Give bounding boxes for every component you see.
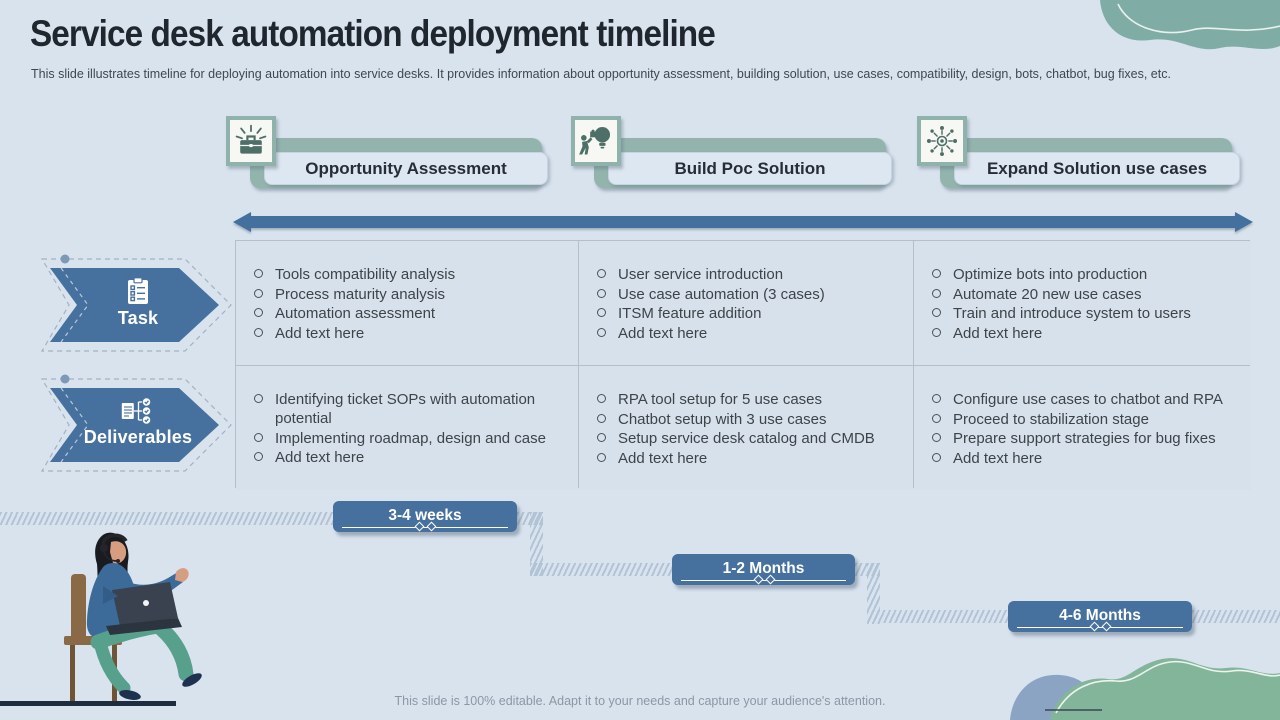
bullet-item: Add text here	[595, 324, 905, 343]
phase-label-build-poc-solution: Build Poc Solution	[608, 152, 892, 185]
phase-label-text: Opportunity Assessment	[305, 158, 507, 178]
row-label-task: Task	[117, 308, 159, 328]
phase-label-opportunity-assessment: Opportunity Assessment	[264, 152, 548, 185]
build-idea-icon	[579, 126, 611, 155]
cell-task-phase3: Optimize bots into production Automate 2…	[914, 241, 1251, 365]
connector-line	[867, 610, 1008, 623]
bullet-item: Automate 20 new use cases	[930, 285, 1243, 304]
cell-task-phase1: Tools compatibility analysis Process mat…	[236, 241, 578, 365]
cell-deliverables-phase3: Configure use cases to chatbot and RPA P…	[914, 366, 1251, 490]
bullet-item: Configure use cases to chatbot and RPA	[930, 390, 1243, 409]
bullet-item: Process maturity analysis	[252, 285, 570, 304]
deliverables-arrow-shape	[40, 374, 232, 472]
connector-line	[530, 563, 672, 576]
duration-text: 1-2 Months	[722, 560, 805, 577]
woman-with-laptop-illustration	[0, 532, 202, 706]
duration-text: 4-6 Months	[1059, 607, 1141, 624]
bullet-item: Add text here	[595, 449, 905, 468]
task-arrow-shape	[40, 254, 232, 352]
footer-note: This slide is 100% editable. Adapt it to…	[394, 694, 886, 708]
bullet-item: User service introduction	[595, 265, 905, 284]
duration-underline	[342, 527, 508, 528]
duration-badge-3: 4-6 Months	[1008, 601, 1192, 632]
briefcase-opportunity-icon	[235, 124, 267, 154]
clipboard-task-icon	[128, 277, 148, 304]
bullet-item: Add text here	[252, 448, 570, 467]
connector-line	[530, 512, 543, 576]
row-header-deliverables: Deliverables	[38, 370, 238, 476]
duration-badge-1: 3-4 weeks	[333, 501, 517, 532]
bullet-item: Add text here	[930, 449, 1243, 468]
bullet-item: Setup service desk catalog and CMDB	[595, 429, 905, 448]
bullet-item: Optimize bots into production	[930, 265, 1243, 284]
bullet-item: Add text here	[930, 324, 1243, 343]
cell-task-phase2: User service introduction Use case autom…	[579, 241, 913, 365]
bullet-item: Use case automation (3 cases)	[595, 285, 905, 304]
phase-matrix-table: Tools compatibility analysis Process mat…	[235, 240, 1251, 490]
connector-line	[0, 512, 345, 525]
cell-deliverables-phase1: Identifying ticket SOPs with automation …	[236, 366, 578, 490]
bullet-item: Tools compatibility analysis	[252, 265, 570, 284]
phase-icon-box-2	[571, 116, 621, 166]
duration-badge-2: 1-2 Months	[672, 554, 855, 585]
deliverables-checklist-icon	[121, 398, 151, 424]
expand-network-icon	[926, 125, 958, 157]
cell-deliverables-phase2: RPA tool setup for 5 use cases Chatbot s…	[579, 366, 913, 490]
duration-text: 3-4 weeks	[388, 507, 462, 524]
phase-icon-box-1	[226, 116, 276, 166]
phase-icon-box-3	[917, 116, 967, 166]
connector-line	[1192, 610, 1280, 623]
connector-line	[867, 563, 880, 624]
phase-label-expand-solution-use-cases: Expand Solution use cases	[954, 152, 1240, 185]
bullet-item: Chatbot setup with 3 use cases	[595, 410, 905, 429]
duration-underline	[681, 580, 846, 581]
page-title: Service desk automation deployment timel…	[30, 13, 716, 54]
bullet-item: Train and introduce system to users	[930, 304, 1243, 323]
row-header-task: Task	[38, 250, 238, 356]
slide-description: This slide illustrates timeline for depl…	[31, 67, 1171, 81]
bullet-item: Add text here	[252, 324, 570, 343]
bullet-item: Prepare support strategies for bug fixes	[930, 429, 1243, 448]
timeline-double-arrow	[233, 212, 1253, 232]
phase-label-text: Expand Solution use cases	[986, 158, 1208, 178]
bullet-item: Identifying ticket SOPs with automation …	[252, 390, 570, 428]
row-label-deliverables: Deliverables	[83, 427, 193, 447]
bullet-item: Automation assessment	[252, 304, 570, 323]
duration-underline	[1017, 627, 1183, 628]
phase-label-text: Build Poc Solution	[674, 158, 826, 178]
bullet-item: RPA tool setup for 5 use cases	[595, 390, 905, 409]
decorative-wave-top-right	[1100, 0, 1280, 50]
bullet-item: Implementing roadmap, design and case	[252, 429, 570, 448]
bullet-item: ITSM feature addition	[595, 304, 905, 323]
decorative-wave-bottom-right	[1010, 658, 1280, 720]
bullet-item: Proceed to stabilization stage	[930, 410, 1243, 429]
